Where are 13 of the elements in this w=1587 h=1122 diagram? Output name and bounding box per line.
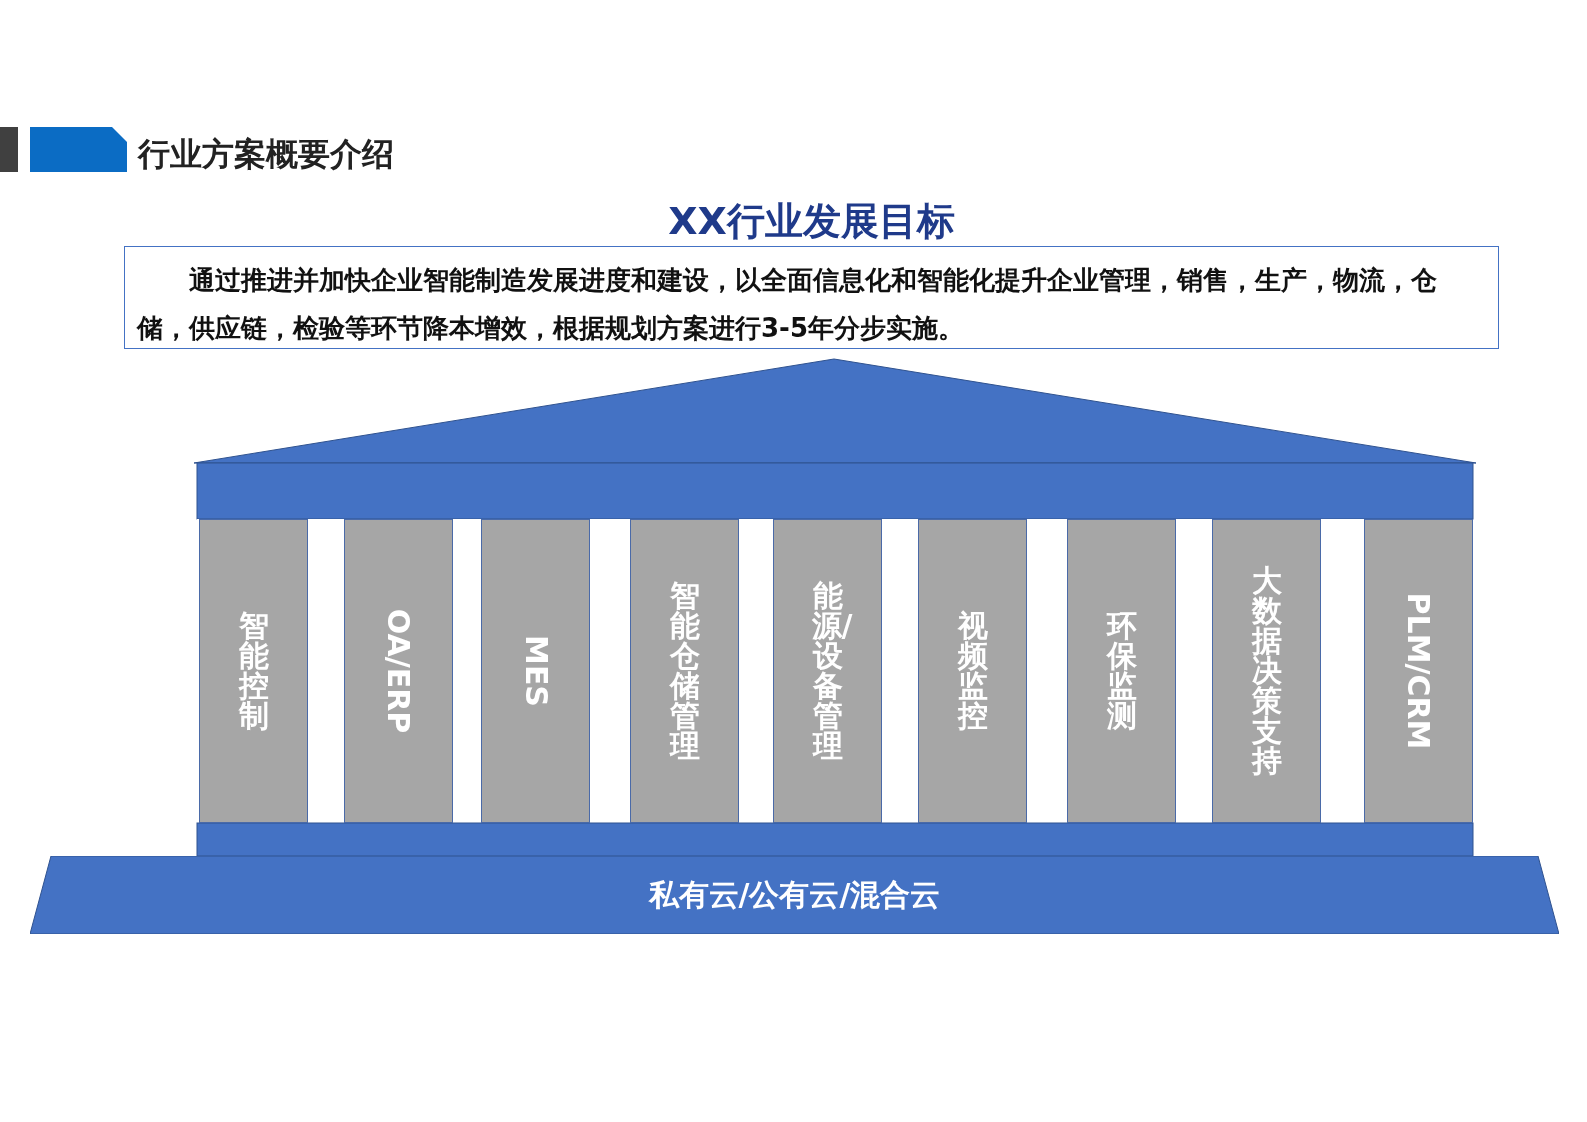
pillar: 大数据决策支持 [1212,519,1321,823]
base-label: 私有云/公有云/混合云 [647,876,942,914]
goal-text-box: 通过推进并加快企业智能制造发展进度和建设，以全面信息化和智能化提升企业管理，销售，生产，物流，仓储，供应链，检验等环节降本增效，根据规划方案进行3-5年分步实施。 [124,246,1499,349]
pillar: 视频监控 [918,519,1027,823]
pillar: PLM/CRM [1364,519,1473,823]
pillar: 智能控制 [199,519,308,823]
pillar: 环保监测 [1067,519,1176,823]
pillar: OA/ERP [344,519,453,823]
pillar: 智能仓储管理 [630,519,739,823]
pillar: 能源/设备管理 [773,519,882,823]
section-title: 行业方案概要介绍 [138,134,394,175]
pillar: MES [481,519,590,823]
goal-heading: XX行业发展目标 [667,198,956,245]
